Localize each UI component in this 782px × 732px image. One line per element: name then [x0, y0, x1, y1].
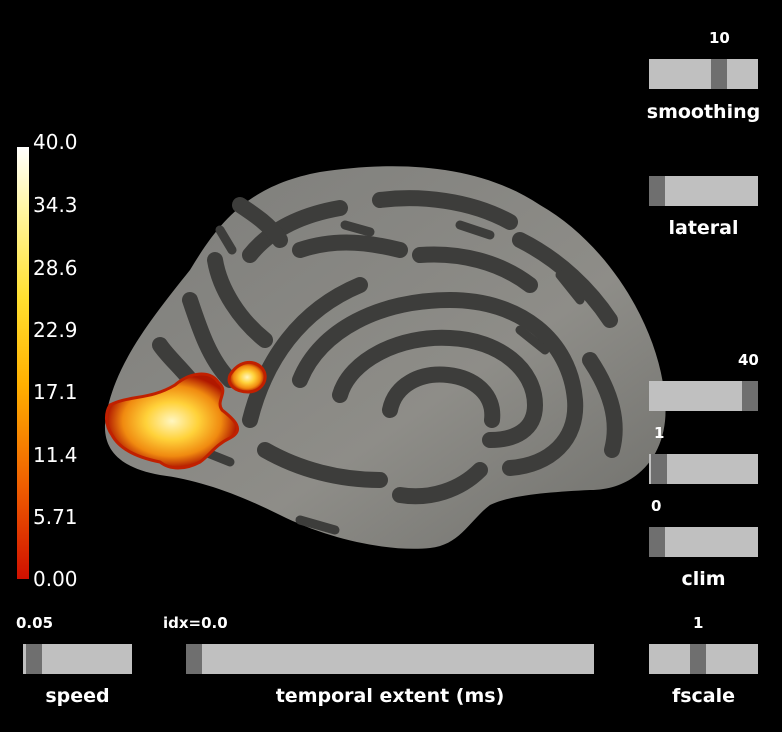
fscale-slider-handle[interactable]: [690, 644, 706, 674]
smoothing-label: smoothing: [646, 101, 761, 123]
fscale-slider[interactable]: [649, 644, 758, 674]
time-value: idx=0.0: [163, 614, 228, 632]
speed-value: 0.05: [16, 614, 54, 632]
clim-mid-slider-handle[interactable]: [651, 454, 667, 484]
colorbar-tick: 34.3: [33, 193, 78, 217]
colorbar-tick: 22.9: [33, 318, 78, 342]
lateral-label: lateral: [668, 217, 739, 239]
colorbar-tick: 28.6: [33, 256, 78, 280]
time-slider[interactable]: [186, 644, 594, 674]
colorbar-tick: 40.0: [33, 130, 78, 154]
activation-blob: [105, 360, 267, 470]
time-slider-handle[interactable]: [186, 644, 202, 674]
fscale-label: fscale: [671, 685, 736, 707]
clim-min-value: 0: [651, 497, 662, 515]
fscale-value: 1: [693, 614, 704, 632]
speed-slider[interactable]: [23, 644, 132, 674]
clim-max-value: 40: [738, 351, 759, 369]
clim-label: clim: [681, 568, 726, 590]
lateral-slider-handle[interactable]: [649, 176, 665, 206]
lateral-slider[interactable]: [649, 176, 758, 206]
cortex: [104, 166, 666, 549]
clim-min-slider[interactable]: [649, 527, 758, 557]
smoothing-value: 10: [709, 29, 730, 47]
smoothing-slider[interactable]: [649, 59, 758, 89]
colorbar: [17, 147, 29, 579]
clim-min-slider-handle[interactable]: [649, 527, 665, 557]
speed-label: speed: [45, 685, 110, 707]
speed-slider-handle[interactable]: [26, 644, 42, 674]
clim-max-slider-handle[interactable]: [742, 381, 758, 411]
clim-max-slider[interactable]: [649, 381, 758, 411]
clim-mid-slider[interactable]: [649, 454, 758, 484]
smoothing-slider-handle[interactable]: [711, 59, 727, 89]
colorbar-tick: 5.71: [33, 505, 78, 529]
clim-mid-value: 1: [654, 424, 665, 442]
time-label: temporal extent (ms): [275, 685, 505, 707]
colorbar-tick: 17.1: [33, 380, 78, 404]
colorbar-tick: 0.00: [33, 567, 78, 591]
colorbar-tick: 11.4: [33, 443, 78, 467]
